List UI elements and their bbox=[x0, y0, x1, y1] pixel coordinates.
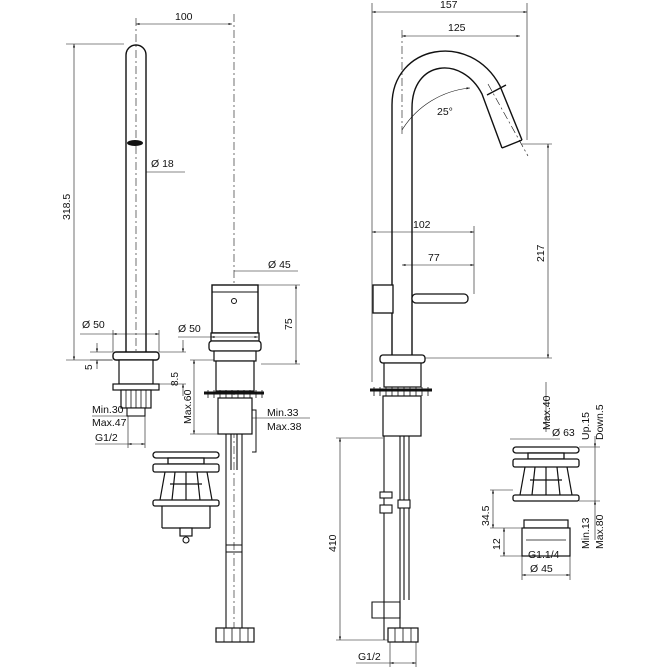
dim-hose-length: 410 bbox=[327, 534, 339, 552]
dim-body-height: 75 bbox=[283, 318, 295, 330]
thread-a: G1/2 bbox=[95, 432, 118, 444]
front-view-spout: 100 318.5 Ø 18 Ø 50 5 8.5 Min.30 Max.47 … bbox=[61, 11, 232, 448]
deck-b-min: Min.33 bbox=[267, 407, 299, 419]
waste-34: 34.5 bbox=[480, 505, 492, 526]
dim-spout-height: 318.5 bbox=[61, 194, 73, 220]
dim-side-height: 217 bbox=[535, 244, 547, 262]
dim-thickness: 8.5 bbox=[170, 372, 181, 386]
front-view-waste bbox=[152, 451, 220, 544]
deck-a-max: Max.47 bbox=[92, 417, 127, 429]
deck-a-min: Min.30 bbox=[92, 404, 124, 416]
dim-tube-dia: Ø 18 bbox=[151, 158, 174, 170]
waste-max: Max.80 bbox=[594, 514, 606, 549]
waste-thread: G1.1/4 bbox=[528, 549, 560, 561]
deck-b-max: Max.60 bbox=[182, 389, 194, 424]
waste-up: Up.15 bbox=[580, 412, 592, 440]
dim-angle: 25° bbox=[437, 106, 453, 118]
side-view-spout: 157 125 25° 102 77 217 bbox=[327, 0, 552, 667]
dim-spout-width: 100 bbox=[175, 11, 193, 23]
aerator-icon bbox=[127, 140, 143, 146]
waste-down: Down.5 bbox=[594, 404, 606, 440]
waste-dia45: Ø 45 bbox=[530, 563, 553, 575]
dim-arc-width: 125 bbox=[448, 22, 466, 34]
deck-b-max2: Max.38 bbox=[267, 421, 302, 433]
waste-dia: Ø 63 bbox=[552, 427, 575, 439]
dim-base-dia-a: Ø 50 bbox=[82, 319, 105, 331]
front-view-body: Ø 45 75 Ø 50 Max.60 Min.33 Max.38 bbox=[178, 14, 310, 643]
dim-base-dia-b: Ø 50 bbox=[178, 323, 201, 335]
side-view-waste: Max.40 Ø 63 Up.15 Down.5 Min.13 Max.80 3… bbox=[480, 382, 606, 580]
waste-min: Min.13 bbox=[580, 517, 592, 549]
thread-b: G1/2 bbox=[358, 651, 381, 663]
waste-max40: Max.40 bbox=[541, 395, 553, 430]
dim-body-dia: Ø 45 bbox=[268, 259, 291, 271]
dim-total-width: 157 bbox=[440, 0, 458, 11]
waste-12: 12 bbox=[491, 538, 503, 550]
dim-flange: 5 bbox=[84, 364, 95, 370]
dim-handle-a: 102 bbox=[413, 219, 431, 231]
dim-handle-b: 77 bbox=[428, 252, 440, 264]
